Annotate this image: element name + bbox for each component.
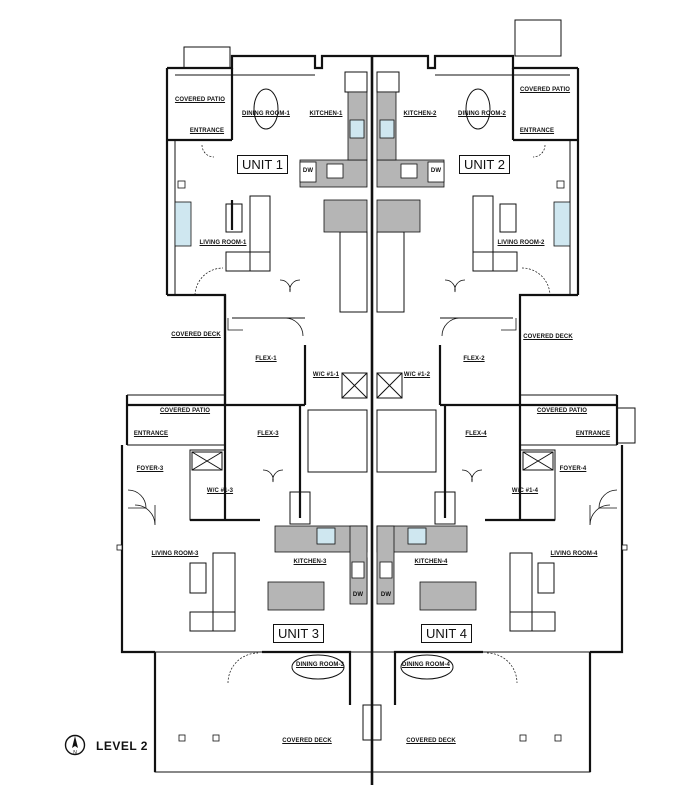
- room-label: LIVING ROOM-1: [199, 240, 247, 246]
- room-label: W/C #1-4: [511, 488, 539, 494]
- room-label: DINING ROOM-2: [458, 111, 506, 117]
- room-label: DW: [430, 168, 442, 174]
- room-label: FLEX-4: [465, 431, 487, 437]
- unit-label-2: UNIT 2: [459, 155, 510, 174]
- room-label: DW: [380, 592, 392, 598]
- room-label: COVERED DECK: [282, 738, 332, 744]
- room-label: DINING ROOM-4: [402, 662, 450, 668]
- room-label: FLEX-2: [463, 356, 485, 362]
- room-label: ENTRANCE: [133, 431, 169, 437]
- room-label: COVERED PATIO: [159, 408, 211, 414]
- room-label: COVERED PATIO: [519, 87, 571, 93]
- svg-text:N: N: [73, 750, 77, 756]
- room-label: COVERED DECK: [171, 332, 221, 338]
- room-label: COVERED DECK: [406, 738, 456, 744]
- room-label: DINING ROOM-1: [242, 111, 290, 117]
- room-label: COVERED DECK: [523, 334, 573, 340]
- room-label: FLEX-1: [255, 356, 277, 362]
- room-label: FOYER-4: [559, 466, 587, 472]
- room-label: FOYER-3: [136, 466, 164, 472]
- room-label: ENTRANCE: [575, 431, 611, 437]
- room-label: DW: [302, 168, 314, 174]
- unit-label-1: UNIT 1: [237, 155, 288, 174]
- room-label: W/C #1-2: [403, 372, 431, 378]
- room-label: COVERED PATIO: [536, 408, 588, 414]
- room-label: LIVING ROOM-2: [497, 240, 545, 246]
- room-label: DINING ROOM-3: [296, 662, 344, 668]
- room-label: LIVING ROOM-4: [550, 551, 598, 557]
- room-label: KITCHEN-2: [403, 111, 437, 117]
- room-label: LIVING ROOM-3: [151, 551, 199, 557]
- room-label: KITCHEN-4: [414, 559, 448, 565]
- room-label: ENTRANCE: [519, 128, 555, 134]
- room-label: W/C #1-3: [206, 488, 234, 494]
- unit-label-4: UNIT 4: [421, 624, 472, 643]
- room-label: KITCHEN-1: [309, 111, 343, 117]
- unit-label-3: UNIT 3: [273, 624, 324, 643]
- north-arrow-icon: N: [64, 734, 86, 756]
- room-label: KITCHEN-3: [293, 559, 327, 565]
- room-label: COVERED PATIO: [174, 97, 226, 103]
- room-label: ENTRANCE: [189, 128, 225, 134]
- room-label: FLEX-3: [257, 431, 279, 437]
- room-label: W/C #1-1: [312, 372, 340, 378]
- level-title: LEVEL 2: [96, 739, 148, 753]
- room-label: DW: [352, 592, 364, 598]
